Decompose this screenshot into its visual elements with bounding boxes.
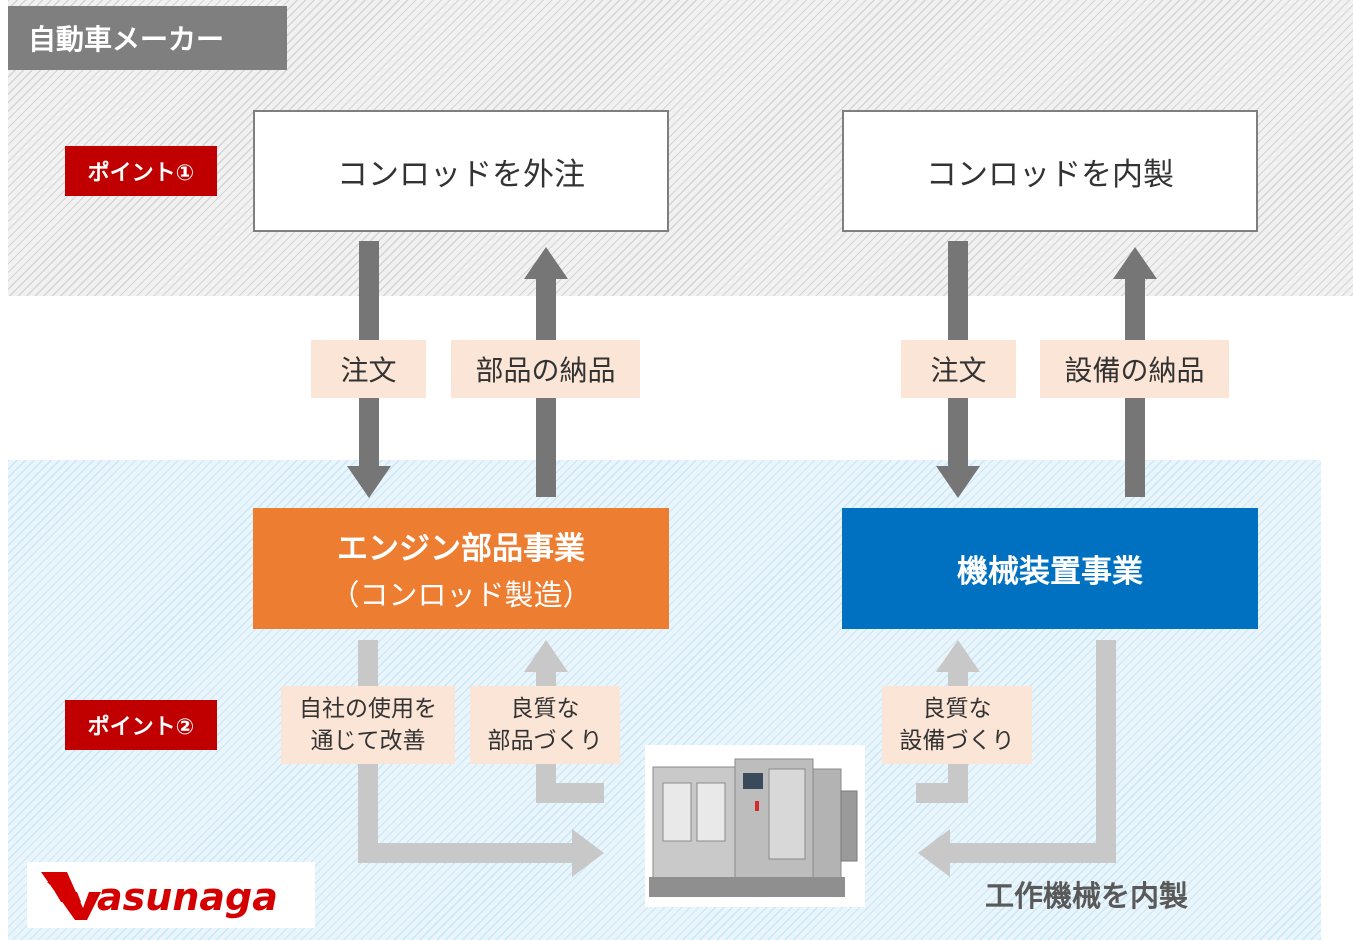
- quality-equipment-line-1: 良質な: [922, 696, 992, 722]
- yasunaga-logo: asunaga: [27, 862, 315, 928]
- inhouse-machine-tools-caption: 工作機械を内製: [985, 879, 1189, 913]
- quality-parts-line-1: 良質な: [510, 696, 580, 722]
- arrow-own-use: [358, 640, 604, 877]
- quality-parts-label: 良質な 部品づくり: [470, 686, 620, 764]
- page-title: 自動車メーカー: [8, 6, 287, 70]
- point-2-badge: ポイント②: [65, 700, 217, 750]
- yasunaga-logo-mark: asunaga: [41, 872, 278, 920]
- own-use-line-1: 自社の使用を: [299, 696, 437, 722]
- inhouse-box: コンロッドを内製: [842, 110, 1258, 232]
- svg-text:asunaga: asunaga: [97, 875, 278, 919]
- own-use-line-2: 通じて改善: [310, 728, 426, 754]
- engine-business-subtitle: （コンロッド製造）: [330, 578, 592, 612]
- engine-parts-business: エンジン部品事業 （コンロッド製造）: [253, 508, 669, 629]
- engine-business-title: エンジン部品事業: [337, 531, 585, 567]
- own-use-label: 自社の使用を 通じて改善: [281, 686, 455, 764]
- point-1-badge: ポイント①: [65, 146, 217, 196]
- quality-equipment-label: 良質な 設備づくり: [882, 686, 1032, 764]
- machinery-business: 機械装置事業: [842, 508, 1258, 629]
- quality-parts-line-2: 部品づくり: [487, 728, 603, 754]
- outsource-box: コンロッドを外注: [253, 110, 669, 232]
- equipment-delivery-label: 設備の納品: [1040, 340, 1229, 398]
- parts-delivery-label: 部品の納品: [451, 340, 640, 398]
- machine-tool-image: [645, 745, 865, 907]
- order-label-left: 注文: [311, 340, 426, 398]
- order-label-right: 注文: [901, 340, 1016, 398]
- quality-equipment-line-2: 設備づくり: [899, 728, 1015, 754]
- machine-tool-illustration: [649, 758, 858, 897]
- arrow-machine-supply: [918, 640, 1116, 877]
